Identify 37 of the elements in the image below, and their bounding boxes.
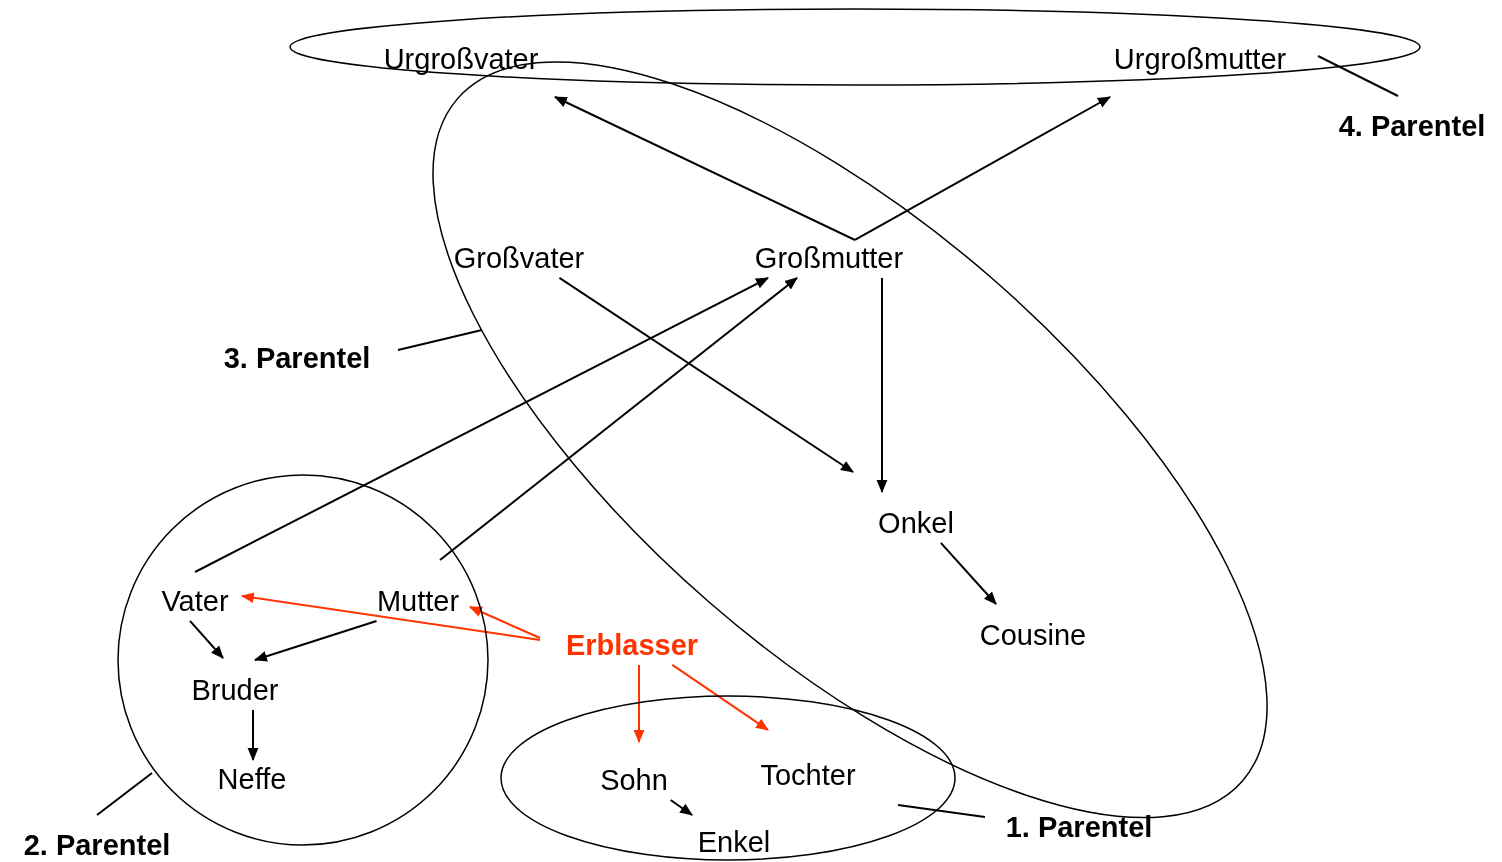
arrow — [188, 619, 224, 659]
arrow — [876, 276, 888, 494]
parentel-label: 1. Parentel — [1005, 812, 1153, 844]
arrow — [240, 592, 541, 641]
arrow — [633, 663, 645, 744]
arrow — [554, 96, 856, 241]
parentel-label: 2. Parentel — [23, 830, 171, 862]
relative-label: Sohn — [600, 765, 668, 797]
arrow — [194, 277, 769, 573]
relative-label: Cousine — [979, 620, 1087, 652]
arrow — [439, 277, 798, 561]
leader-line — [897, 804, 986, 818]
relative-label: Tochter — [760, 760, 856, 792]
leader-line — [96, 772, 153, 816]
arrow — [247, 708, 259, 762]
arrow — [671, 663, 769, 731]
parentel-label: 3. Parentel — [223, 343, 371, 375]
relative-label: Urgroßvater — [383, 44, 539, 76]
relative-label: Neffe — [217, 764, 287, 796]
arrow — [669, 798, 693, 816]
deceased-label: Erblasser — [565, 630, 699, 662]
relative-label: Onkel — [878, 508, 954, 540]
arrow — [939, 541, 997, 605]
parentel-label: 4. Parentel — [1338, 111, 1486, 143]
relative-label: Mutter — [376, 586, 460, 618]
arrow — [469, 606, 541, 639]
relative-label: Vater — [161, 586, 229, 618]
arrow — [253, 619, 378, 662]
relative-label: Großvater — [453, 243, 585, 275]
leader-line — [1317, 55, 1399, 97]
relative-label: Bruder — [191, 675, 279, 707]
arrow — [854, 96, 1111, 241]
relative-label: Urgroßmutter — [1113, 44, 1287, 76]
relative-label: Großmutter — [754, 243, 904, 275]
leader-line — [397, 329, 483, 351]
arrow — [558, 276, 854, 473]
relative-label: Enkel — [697, 827, 771, 859]
